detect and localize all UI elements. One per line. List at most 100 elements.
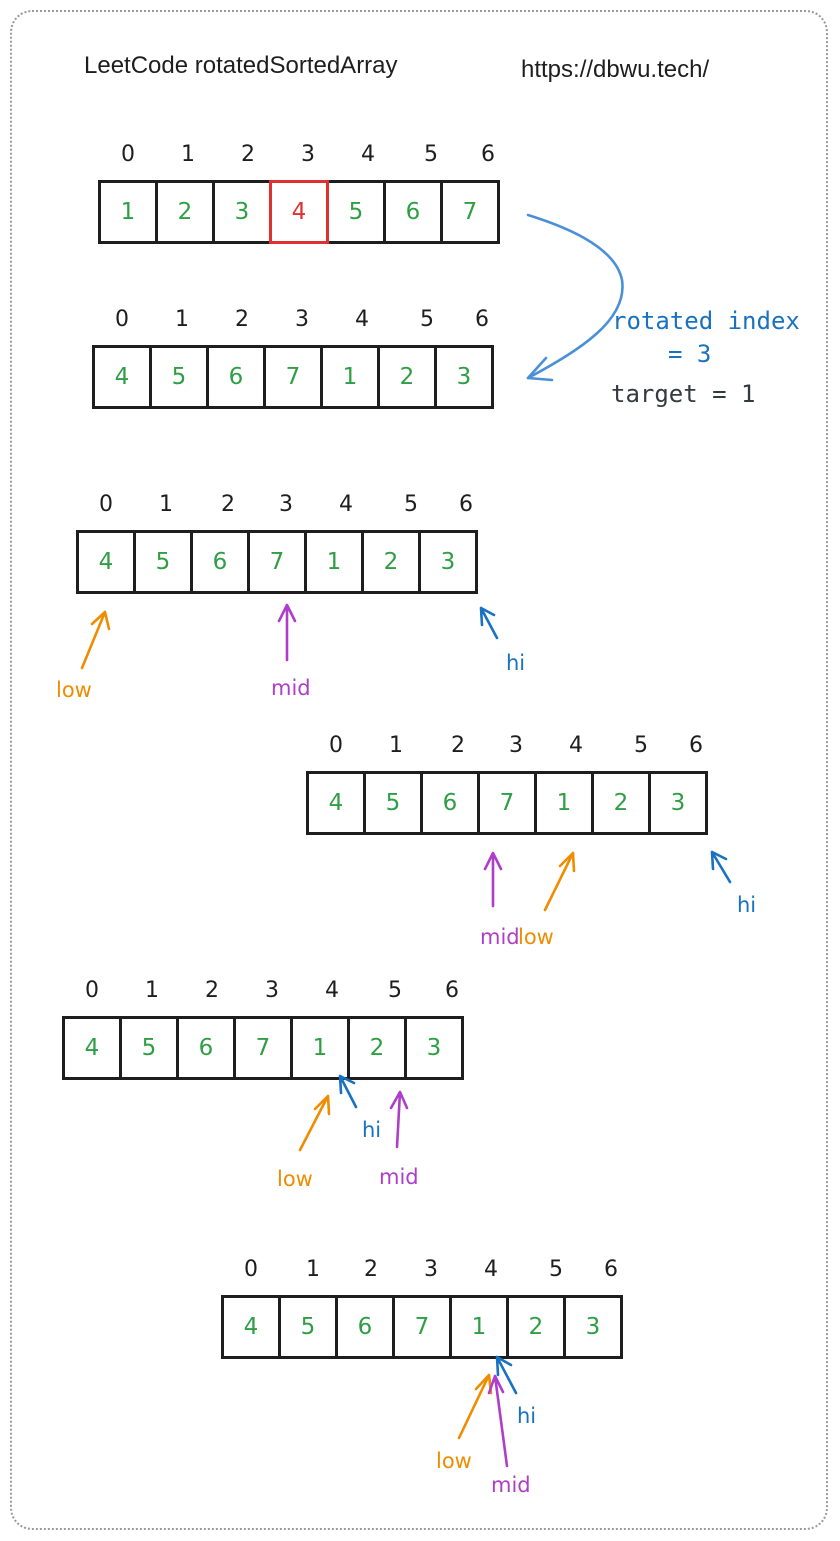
array-cell: 1 [449, 1295, 509, 1359]
low-pointer-label: low [518, 925, 554, 949]
array-cells: 4 5 6 7 1 2 3 [76, 530, 478, 594]
low-pointer-label: low [56, 678, 92, 702]
array-cell: 3 [404, 1016, 464, 1080]
index-label: 0 [121, 142, 135, 167]
array-cells: 1 2 3 4 5 6 7 [98, 180, 500, 244]
mid-pointer-label: mid [379, 1165, 419, 1189]
index-label: 4 [484, 1257, 498, 1282]
index-label: 6 [475, 307, 489, 332]
index-label: 4 [355, 307, 369, 332]
index-label: 1 [389, 733, 403, 758]
array-cell: 4 [306, 771, 366, 835]
hi-pointer-label: hi [362, 1118, 382, 1142]
array-cell: 5 [119, 1016, 179, 1080]
index-label: 0 [244, 1257, 258, 1282]
array-cell: 6 [206, 345, 266, 409]
array-cell: 6 [420, 771, 480, 835]
array-cell: 7 [247, 530, 307, 594]
index-label: 3 [301, 142, 315, 167]
index-label: 1 [306, 1257, 320, 1282]
array-cell-rotation-pivot: 4 [269, 180, 329, 244]
array-cell: 5 [363, 771, 423, 835]
array-cell: 6 [335, 1295, 395, 1359]
array-cell: 1 [98, 180, 158, 244]
index-label: 4 [325, 978, 339, 1003]
array-cell: 2 [155, 180, 215, 244]
array-cell: 5 [326, 180, 386, 244]
index-label: 1 [145, 978, 159, 1003]
mid-pointer-label: mid [480, 925, 520, 949]
array-cell: 3 [648, 771, 708, 835]
index-label: 6 [445, 978, 459, 1003]
mid-pointer-label: mid [491, 1473, 531, 1497]
index-label: 1 [175, 307, 189, 332]
index-label: 6 [481, 142, 495, 167]
low-pointer-label: low [277, 1167, 313, 1191]
array-cell: 3 [418, 530, 478, 594]
index-label: 5 [404, 492, 418, 517]
index-label: 2 [221, 492, 235, 517]
low-pointer-label: low [436, 1449, 472, 1473]
array-cell: 5 [278, 1295, 338, 1359]
index-label: 5 [388, 978, 402, 1003]
array-cells: 4 5 6 7 1 2 3 [62, 1016, 464, 1080]
array-cell: 6 [176, 1016, 236, 1080]
array-cell: 4 [221, 1295, 281, 1359]
index-label: 0 [85, 978, 99, 1003]
diagram-frame [10, 10, 828, 1530]
index-label: 5 [424, 142, 438, 167]
index-label: 2 [235, 307, 249, 332]
index-label: 5 [549, 1257, 563, 1282]
index-label: 0 [99, 492, 113, 517]
array-cell: 4 [62, 1016, 122, 1080]
array-cell: 2 [377, 345, 437, 409]
array-cells: 4 5 6 7 1 2 3 [306, 771, 708, 835]
array-cell: 3 [563, 1295, 623, 1359]
array-cell: 7 [233, 1016, 293, 1080]
index-label: 5 [634, 733, 648, 758]
index-label: 2 [451, 733, 465, 758]
array-cell: 1 [320, 345, 380, 409]
index-label: 1 [159, 492, 173, 517]
array-cell: 7 [440, 180, 500, 244]
array-cell: 2 [506, 1295, 566, 1359]
array-cell: 5 [149, 345, 209, 409]
rotated-index-value: = 3 [668, 340, 712, 368]
array-cell: 3 [212, 180, 272, 244]
index-label: 6 [459, 492, 473, 517]
index-label: 3 [279, 492, 293, 517]
array-cell: 7 [392, 1295, 452, 1359]
source-url: https://dbwu.tech/ [521, 56, 710, 83]
diagram-title: LeetCode rotatedSortedArray [84, 52, 398, 79]
index-label: 4 [361, 142, 375, 167]
index-label: 2 [364, 1257, 378, 1282]
index-label: 2 [205, 978, 219, 1003]
hi-pointer-label: hi [506, 651, 526, 675]
array-cell: 2 [347, 1016, 407, 1080]
hi-pointer-label: hi [737, 893, 757, 917]
array-cell: 7 [477, 771, 537, 835]
mid-pointer-label: mid [271, 676, 311, 700]
array-cell: 2 [591, 771, 651, 835]
rotated-index-note: rotated index [612, 307, 800, 335]
index-label: 3 [265, 978, 279, 1003]
hi-pointer-label: hi [517, 1404, 537, 1428]
target-note: target = 1 [611, 380, 756, 408]
index-label: 1 [181, 142, 195, 167]
array-cells: 4 5 6 7 1 2 3 [221, 1295, 623, 1359]
array-cell: 4 [92, 345, 152, 409]
index-label: 3 [509, 733, 523, 758]
index-label: 4 [569, 733, 583, 758]
array-cell: 1 [290, 1016, 350, 1080]
index-label: 3 [424, 1257, 438, 1282]
index-label: 6 [604, 1257, 618, 1282]
index-label: 3 [295, 307, 309, 332]
array-cell: 4 [76, 530, 136, 594]
array-cell: 7 [263, 345, 323, 409]
array-cell: 6 [383, 180, 443, 244]
array-cell: 5 [133, 530, 193, 594]
array-cell: 3 [434, 345, 494, 409]
index-label: 0 [329, 733, 343, 758]
array-cell: 2 [361, 530, 421, 594]
index-label: 2 [241, 142, 255, 167]
